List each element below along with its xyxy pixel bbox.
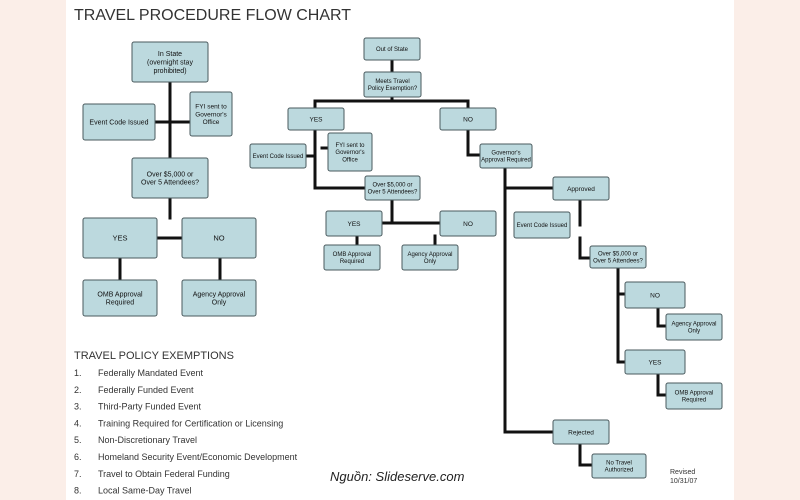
right-no3-box: NO [624, 281, 686, 309]
right-approved-box: Approved [552, 176, 610, 201]
left-event-code-box: Event Code Issued [82, 103, 156, 141]
right-event-code-label: Event Code Issued [253, 154, 304, 160]
right-approved-label: Approved [567, 186, 595, 193]
exemption-item: 6. Homeland Security Event/Economic Devel… [74, 452, 298, 462]
right-event-code2-label: Event Code Issued [517, 223, 568, 229]
exemption-number: 4. [74, 418, 82, 428]
right-no3-label: NO [650, 292, 660, 299]
right-yes2-label: YES [347, 221, 361, 228]
left-no-box: NO [181, 217, 257, 259]
exemptions-list: 1. Federally Mandated Event 2. Federally Fu… [74, 368, 298, 496]
exemption-text: Training Required for Certification or L… [98, 418, 283, 428]
exemption-number: 3. [74, 402, 82, 412]
right-no2-label: NO [463, 221, 473, 228]
left-no-label: NO [213, 234, 224, 243]
exemption-text: Third-Party Funded Event [98, 402, 202, 412]
chart-title: TRAVEL PROCEDURE FLOW CHART [74, 7, 351, 24]
right-yes-box: YES [287, 107, 345, 131]
exemption-item: 7. Travel to Obtain Federal Funding [74, 469, 230, 479]
exemption-text: Local Same-Day Travel [98, 486, 192, 496]
exemption-text: Homeland Security Event/Economic Develop… [98, 452, 298, 462]
right-out-of-state-box: Out of State [363, 37, 421, 61]
exemption-number: 6. [74, 452, 82, 462]
exemption-text: Federally Mandated Event [98, 368, 204, 378]
left-event-code-label: Event Code Issued [89, 119, 148, 126]
exemption-text: Travel to Obtain Federal Funding [98, 469, 230, 479]
exemption-number: 2. [74, 385, 82, 395]
right-yes-label: YES [309, 116, 323, 123]
right-event-code2-box: Event Code Issued [513, 211, 571, 239]
left-yes-label: YES [112, 234, 127, 243]
right-yes2-box: YES [325, 210, 383, 237]
right-no2-box: NO [439, 210, 497, 237]
exemption-item: 2. Federally Funded Event [74, 385, 194, 395]
exemption-number: 1. [74, 368, 82, 378]
right-event-code-box: Event Code Issued [249, 143, 307, 169]
exemption-number: 8. [74, 486, 82, 496]
connector-lines [118, 58, 668, 467]
exemption-item: 3. Third-Party Funded Event [74, 402, 202, 412]
left-yes-box: YES [82, 217, 158, 259]
source-caption: Nguồn: Slideserve.com [330, 469, 465, 484]
exemption-text: Non-Discretionary Travel [98, 435, 197, 445]
right-yes3-label: YES [648, 359, 662, 366]
exemption-item: 8. Local Same-Day Travel [74, 486, 192, 496]
exemption-number: 7. [74, 469, 82, 479]
right-rejected-box: Rejected [552, 419, 610, 445]
right-rejected-label: Rejected [568, 429, 594, 436]
right-no-box: NO [439, 107, 497, 131]
right-no-label: NO [463, 116, 473, 123]
exemption-item: 4. Training Required for Certification or… [74, 418, 283, 428]
exemptions-heading: TRAVEL POLICY EXEMPTIONS [74, 350, 234, 362]
right-out-of-state-label: Out of State [376, 47, 409, 53]
exemption-item: 1. Federally Mandated Event [74, 368, 204, 378]
exemption-text: Federally Funded Event [98, 385, 194, 395]
right-yes3-box: YES [624, 349, 686, 375]
exemption-number: 5. [74, 435, 82, 445]
exemption-item: 5. Non-Discretionary Travel [74, 435, 197, 445]
